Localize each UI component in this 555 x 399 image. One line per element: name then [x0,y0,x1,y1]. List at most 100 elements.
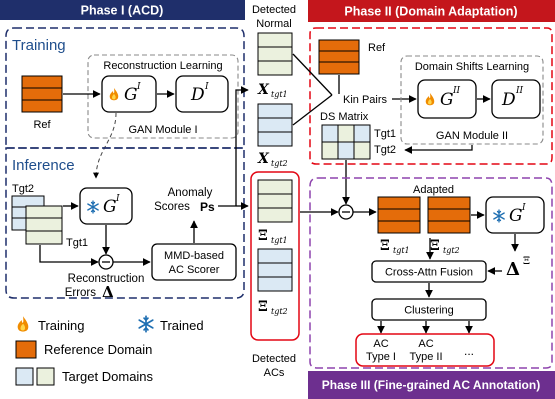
phase3-header-bar [308,371,555,399]
ds-matrix-label: DS Matrix [320,111,369,123]
acs-tgt2-stack [257,248,293,292]
x-tgt2-base: X [257,151,270,167]
d2-base: D [501,90,516,110]
type2-line2: Type II [409,351,442,363]
snowflake-icon [138,315,154,333]
anomaly-symbol: Ps [200,200,215,214]
scorer-line1: MMD-based [164,250,224,262]
anomaly-line1: Anomaly [168,187,213,199]
xi-tgt1-sub: tgt1 [271,236,288,245]
clustering-box [371,298,487,321]
adapted-tgt2-stack [427,196,471,234]
phase3-region [309,177,553,369]
legend-reference-swatch [15,340,37,359]
generator-g1-phase3 [485,196,545,234]
g1-training-sup: I [136,82,141,92]
xi-tgt2-base: Ξ [258,299,268,315]
d1-sup: I [204,82,209,92]
detected-normal-line2: Normal [256,18,291,30]
normal-tgt2-stack [257,103,293,147]
g1-training-base: G [124,85,138,105]
line-normal2-to-kin [292,94,333,126]
normal-tgt1-stack [257,32,293,76]
x-tgt1-base: X [257,82,270,98]
recon-errors-symbol: Δ [102,283,114,301]
phase2-header-bar [308,0,555,22]
more-types-ellipsis: ... [464,344,474,358]
delta-xi-sup: Ξ [523,256,530,267]
generator-g2 [417,79,477,119]
adapted-label: Adapted [413,184,454,196]
phase3-header: Phase III (Fine-grained AC Annotation) [322,378,540,392]
legend-target-swatch-blue [15,367,34,386]
detected-acs-line2: ACs [264,367,285,379]
arrow-to-detected-normal [235,86,249,206]
type1-line2: Type I [366,351,396,363]
xi-tgt1-base: Ξ [258,228,268,244]
legend-target-swatch-green [36,367,55,386]
d2-sup: II [515,86,524,96]
scorer-line2: AC Scorer [169,264,220,276]
clustering-label: Clustering [404,305,454,317]
adapted-xi-tgt2-base: Ξ [430,238,440,254]
detected-acs-line1: Detected [252,353,296,365]
generator-g1-training [101,75,157,113]
kin-pairs-label: Kin Pairs [343,94,388,106]
cross-attn-fusion-box [371,260,487,283]
x-tgt2-sub: tgt2 [271,159,288,168]
g1-phase3-sup: I [521,203,526,213]
type2-line1: AC [418,338,433,350]
ref-label-training: Ref [33,119,51,131]
discriminator-d2 [491,79,541,119]
arrow-targets-to-minus [39,245,99,266]
gan-module-ii-box [400,55,544,145]
phase1-header: Phase I (ACD) [81,4,164,18]
gan-module-i-box [87,54,239,139]
ref-stack-phase2 [318,39,360,75]
arrow-g2-to-matrix [404,145,473,154]
phase2-header: Phase II (Domain Adaptation) [344,5,517,19]
mmd-scorer-box [151,243,237,281]
legend-target: Target Domains [62,369,154,384]
type1-line1: AC [373,338,388,350]
reconstruction-learning-title: Reconstruction Learning [103,60,222,72]
adapted-xi-tgt1-base: Ξ [380,238,390,254]
inference-region [5,147,245,299]
ref-label-phase2: Ref [368,42,386,54]
legend-trained: Trained [160,318,204,333]
detected-acs-box [250,171,300,341]
anomaly-line2: Scores [154,201,190,213]
ac-types-box [355,333,495,367]
flame-icon [17,316,29,332]
detected-normal-line1: Detected [252,4,296,16]
g2-sup: II [452,86,461,96]
recon-errors-line2: Errors [65,287,97,299]
tgt1-label-inference: Tgt1 [66,237,88,249]
target-stack-inference [11,195,63,245]
adapted-xi-tgt2-sub: tgt2 [443,246,460,255]
acs-tgt1-stack [257,179,293,223]
d1-base: D [190,85,205,105]
domain-shifts-title: Domain Shifts Learning [415,61,529,73]
ds-tgt2-label: Tgt2 [374,144,396,156]
discriminator-d1 [175,75,229,113]
g1-phase3-base: G [509,206,523,226]
gan-module-i-label: GAN Module I [128,124,197,136]
phase2-region [309,27,553,165]
x-tgt1-sub: tgt1 [271,90,288,99]
ref-stack-training [21,75,63,113]
line-normal1-to-kin [292,53,333,96]
g1-inference-sup: I [115,194,120,204]
recon-errors-line1: Reconstruction [68,273,145,285]
g2-base: G [440,90,454,110]
tgt2-label-inference: Tgt2 [12,183,34,195]
fusion-label: Cross-Attn Fusion [385,267,473,279]
xi-tgt2-sub: tgt2 [271,307,288,316]
legend-training: Training [38,318,84,333]
training-label: Training [12,37,66,54]
legend-reference: Reference Domain [44,342,152,357]
adapted-tgt1-stack [377,196,421,234]
adapted-xi-tgt1-sub: tgt1 [393,246,410,255]
delta-xi-base: Δ [506,259,520,280]
